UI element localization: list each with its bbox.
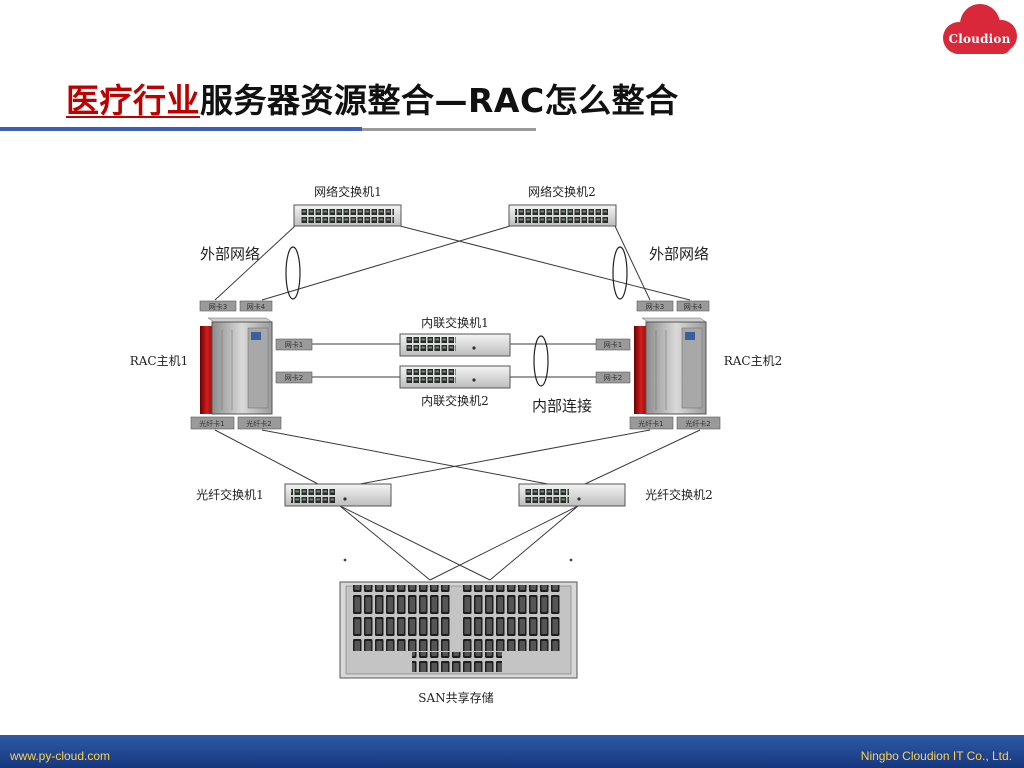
link-fsw2-san-b (489, 505, 579, 581)
dot-right (569, 558, 573, 562)
footer-bar: www.py-cloud.com Ningbo Cloudion IT Co.,… (0, 735, 1024, 768)
nic-3-right-tag (636, 300, 674, 312)
network-switch-1 (293, 204, 402, 227)
fiber-switch-1-label: 光纤交换机1 (196, 487, 264, 502)
nic-2-left-tag (275, 371, 313, 384)
link-fsw1-san-b (339, 505, 491, 581)
interconnect-switch-2 (399, 365, 511, 389)
link-fsw1-san-a (339, 505, 431, 581)
network-switch-1-label: 网络交换机1 (314, 184, 382, 199)
link-fc1-host1 (214, 429, 319, 485)
fiber-switch-2-label: 光纤交换机2 (645, 487, 713, 502)
footer-company: Ningbo Cloudion IT Co., Ltd. (860, 749, 1012, 763)
nic-2-left-label: 网卡2 (285, 373, 303, 382)
title-underline-blue (0, 127, 362, 131)
slide-title-highlight: 医疗行业 (66, 81, 200, 120)
rac-host-2-label: RAC主机2 (724, 354, 783, 368)
internal-connection-label: 内部连接 (532, 397, 592, 415)
nic-1-left-label: 网卡1 (285, 340, 303, 349)
link-fc2-host2 (584, 429, 701, 485)
fc-1-right-tag (629, 416, 674, 430)
external-network-right-label: 外部网络 (649, 245, 709, 263)
nic-3-left-tag (199, 300, 237, 312)
nic-2-right-tag (595, 371, 631, 384)
footer-website-link[interactable]: www.py-cloud.com (10, 749, 111, 763)
fc-1-right-label: 光纤卡1 (638, 419, 663, 428)
cloudion-logo: Cloudion (935, 0, 1024, 58)
san-storage-label: SAN共享存储 (418, 690, 493, 705)
fc-1-left-tag (190, 416, 235, 430)
rac-host-2-server (634, 317, 707, 415)
san-storage-array (339, 581, 578, 679)
fc-2-right-tag (676, 416, 721, 430)
bundle-ellipse-right (612, 246, 628, 300)
nic-2-right-label: 网卡2 (604, 373, 622, 382)
nic-1-left-tag (275, 338, 313, 351)
slide-title-rest: 服务器资源整合—RAC怎么整合 (200, 81, 679, 120)
link-nsw2-host2 (614, 225, 651, 301)
link-fc2-host1 (261, 429, 549, 485)
title-underline-grey (362, 128, 536, 131)
nic-3-left-label: 网卡3 (209, 302, 227, 311)
cloud-icon (943, 4, 1017, 54)
rac-host-1-label: RAC主机1 (130, 354, 189, 368)
external-network-left-label: 外部网络 (200, 245, 260, 263)
interconnect-switch-2-label: 内联交换机2 (421, 393, 489, 408)
nic-1-right-label: 网卡1 (604, 340, 622, 349)
nic-4-left-tag (239, 300, 273, 312)
link-fsw2-san-a (429, 505, 579, 581)
link-nsw1-host1 (214, 225, 296, 301)
nic-4-right-tag (676, 300, 710, 312)
fiber-switch-2 (518, 483, 626, 507)
nic-3-right-label: 网卡3 (646, 302, 664, 311)
slide-title: 医疗行业服务器资源整合—RAC怎么整合 (66, 74, 679, 122)
fc-2-left-tag (237, 416, 282, 430)
network-switch-2-label: 网络交换机2 (528, 184, 596, 199)
link-fc1-host2 (359, 429, 651, 485)
nic-1-right-tag (595, 338, 631, 351)
network-switch-2 (508, 204, 617, 227)
nic-4-left-label: 网卡4 (247, 302, 266, 311)
interconnect-switch-1-label: 内联交换机1 (421, 315, 489, 330)
rac-architecture-diagram: 网卡3 网卡4 网卡3 网卡4 网卡1 网卡2 网卡1 网卡2 光纤卡1 光纤卡… (130, 184, 783, 705)
nic-4-right-label: 网卡4 (684, 302, 703, 311)
rac-host-1-server (200, 317, 273, 415)
bundle-ellipse-internal (533, 335, 549, 387)
logo-text: Cloudion (948, 32, 1011, 46)
link-nsw2-host1 (261, 225, 511, 301)
link-nsw1-host2 (399, 225, 691, 301)
dot-left (343, 558, 347, 562)
fc-2-right-label: 光纤卡2 (685, 419, 710, 428)
bundle-ellipse-left (285, 246, 301, 300)
fiber-switch-1 (284, 483, 392, 507)
fc-2-left-label: 光纤卡2 (246, 419, 271, 428)
fc-1-left-label: 光纤卡1 (199, 419, 224, 428)
interconnect-switch-1 (399, 333, 511, 357)
connection-lines (214, 225, 701, 581)
